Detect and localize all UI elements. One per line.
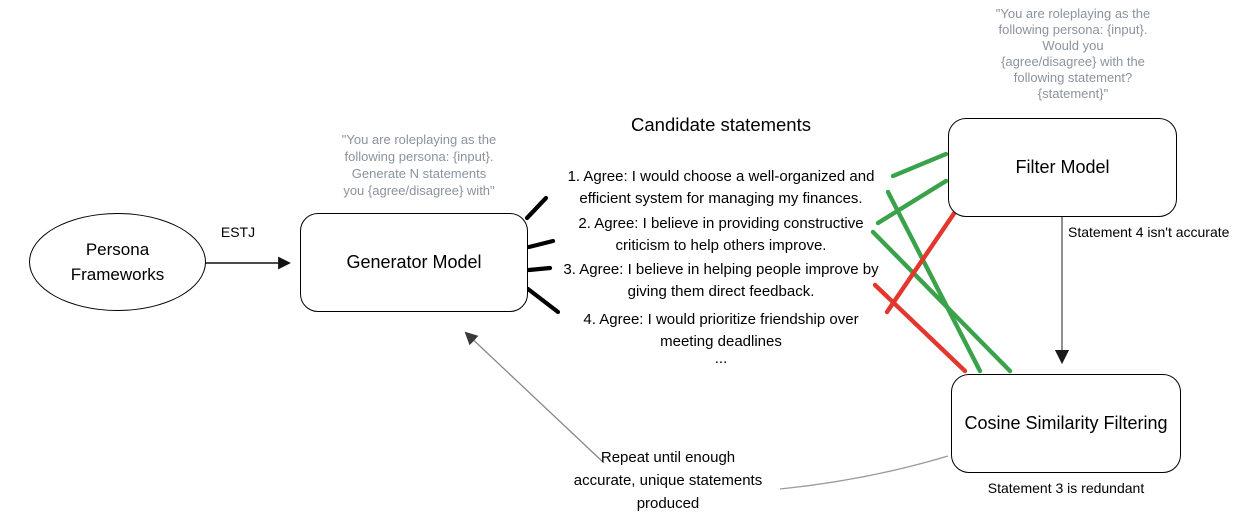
candidate-statements-title: Candidate statements bbox=[631, 114, 811, 135]
filter-model-label: Filter Model bbox=[1015, 157, 1110, 177]
candidate-statement-3: 3. Agree: I believe in helping people im… bbox=[563, 261, 879, 300]
filter-prompt-text: "You are roleplaying as the following pe… bbox=[995, 6, 1151, 101]
generator-prompt-text: "You are roleplaying as the following pe… bbox=[341, 132, 497, 198]
candidate-statement-2: 2. Agree: I believe in providing constru… bbox=[578, 215, 864, 254]
cosine-to-note-connector bbox=[779, 455, 949, 490]
cosine-similarity-filtering-node: Cosine Similarity Filtering bbox=[951, 374, 1181, 473]
persona-frameworks-node: Persona Frameworks bbox=[29, 213, 206, 311]
filter-model-node: Filter Model bbox=[948, 118, 1177, 217]
persona-frameworks-label: Persona Frameworks bbox=[70, 240, 165, 284]
generator-model-label: Generator Model bbox=[346, 252, 482, 272]
candidate-statement-1: 1. Agree: I would choose a well-organize… bbox=[567, 168, 875, 207]
candidate-statement-4: 4. Agree: I would prioritize friendship … bbox=[583, 311, 859, 350]
estj-edge-label: ESTJ bbox=[220, 224, 256, 240]
repeat-note: Repeat until enough accurate, unique sta… bbox=[573, 449, 763, 512]
candidate-statements-ellipsis: ... bbox=[714, 350, 728, 367]
filter-verdict-label: Statement 4 isn't accurate bbox=[1068, 224, 1230, 240]
cosine-verdict-label: Statement 3 is redundant bbox=[987, 480, 1145, 496]
cosine-similarity-filtering-label: Cosine Similarity Filtering bbox=[964, 413, 1168, 433]
generator-model-node: Generator Model bbox=[300, 213, 528, 312]
